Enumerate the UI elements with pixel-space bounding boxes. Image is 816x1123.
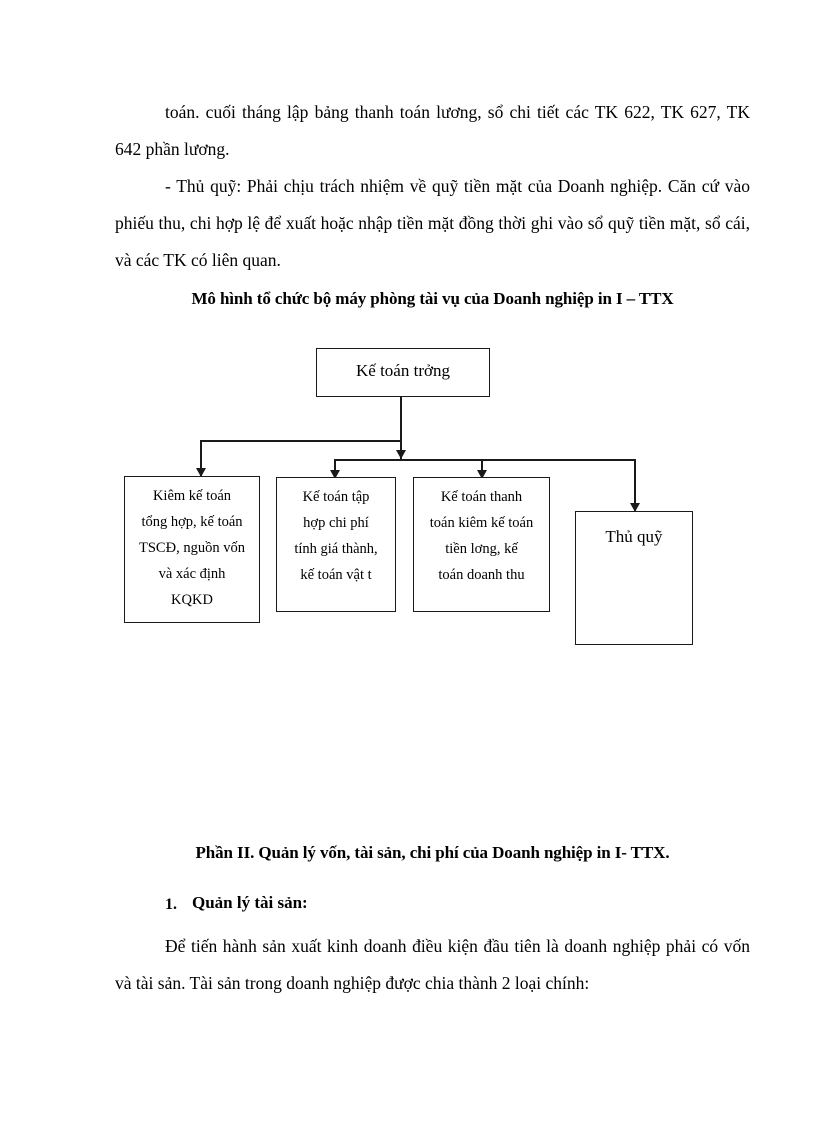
org-node-line: Kế toán tập [302,489,370,505]
org-node-line: tiền lơng, kế [445,541,518,557]
org-node-line: và xác định [158,566,226,582]
org-node-ke-toan-tap-hop-chi-phi: Kế toán tập hợp chi phí tính giá thành, … [276,477,396,612]
connector-upper-bar [200,440,401,442]
subsection-number: 1. [165,896,177,913]
org-node-line: Kế toán thanh [440,489,523,505]
diagram-title: Mô hình tổ chức bộ máy phòng tài vụ của … [191,289,674,308]
org-node-line: toán kiêm kế toán [429,515,534,531]
connector-drop-child-4 [634,459,636,511]
org-node-line: tổng hợp, kế toán [141,514,243,530]
connector-drop-child-2 [334,459,336,477]
org-node-line: hợp chi phí [303,515,369,531]
arrowhead-child-3 [477,470,487,479]
org-node-thu-quy: Thủ quỹ [575,511,693,645]
arrowhead-center-stem [396,450,406,459]
org-node-ke-toan-thanh-toan: Kế toán thanh toán kiêm kế toán tiền lơn… [413,477,550,612]
connector-drop-child-1 [200,440,202,476]
paragraph-tai-san: Để tiến hành sản xuất kinh doanh điều ki… [115,936,750,993]
section-heading: Phần II. Quản lý vốn, tài sản, chi phí c… [195,843,670,862]
org-node-line: tính giá thành, [294,541,378,557]
org-node-line: kế toán vật t [300,567,372,583]
connector-root-stem [400,397,402,459]
connector-drop-child-3 [481,459,483,477]
org-node-line: toán doanh thu [438,567,525,583]
arrowhead-child-4 [630,503,640,512]
subsection-heading: Quản lý tài sản: [192,893,308,912]
paragraph-thu-quy: - Thủ quỹ: Phải chịu trách nhiệm về quỹ … [115,176,750,270]
org-node-line: Kiêm kế toán [152,488,232,504]
arrowhead-child-1 [196,468,206,477]
org-node-label: Kế toán trởng [356,361,450,380]
org-node-line: TSCĐ, nguồn vốn [139,540,245,556]
org-node-ke-toan-truong: Kế toán trởng [316,348,490,397]
org-node-line: Thủ quỹ [605,527,663,546]
org-node-line: KQKD [171,592,213,608]
paragraph-intro: toán. cuối tháng lập bảng thanh toán lươ… [115,102,750,159]
connector-lower-bar [334,459,635,461]
org-node-kiem-ke-toan-tong-hop: Kiêm kế toán tổng hợp, kế toán TSCĐ, ngu… [124,476,260,623]
arrowhead-child-2 [330,470,340,479]
